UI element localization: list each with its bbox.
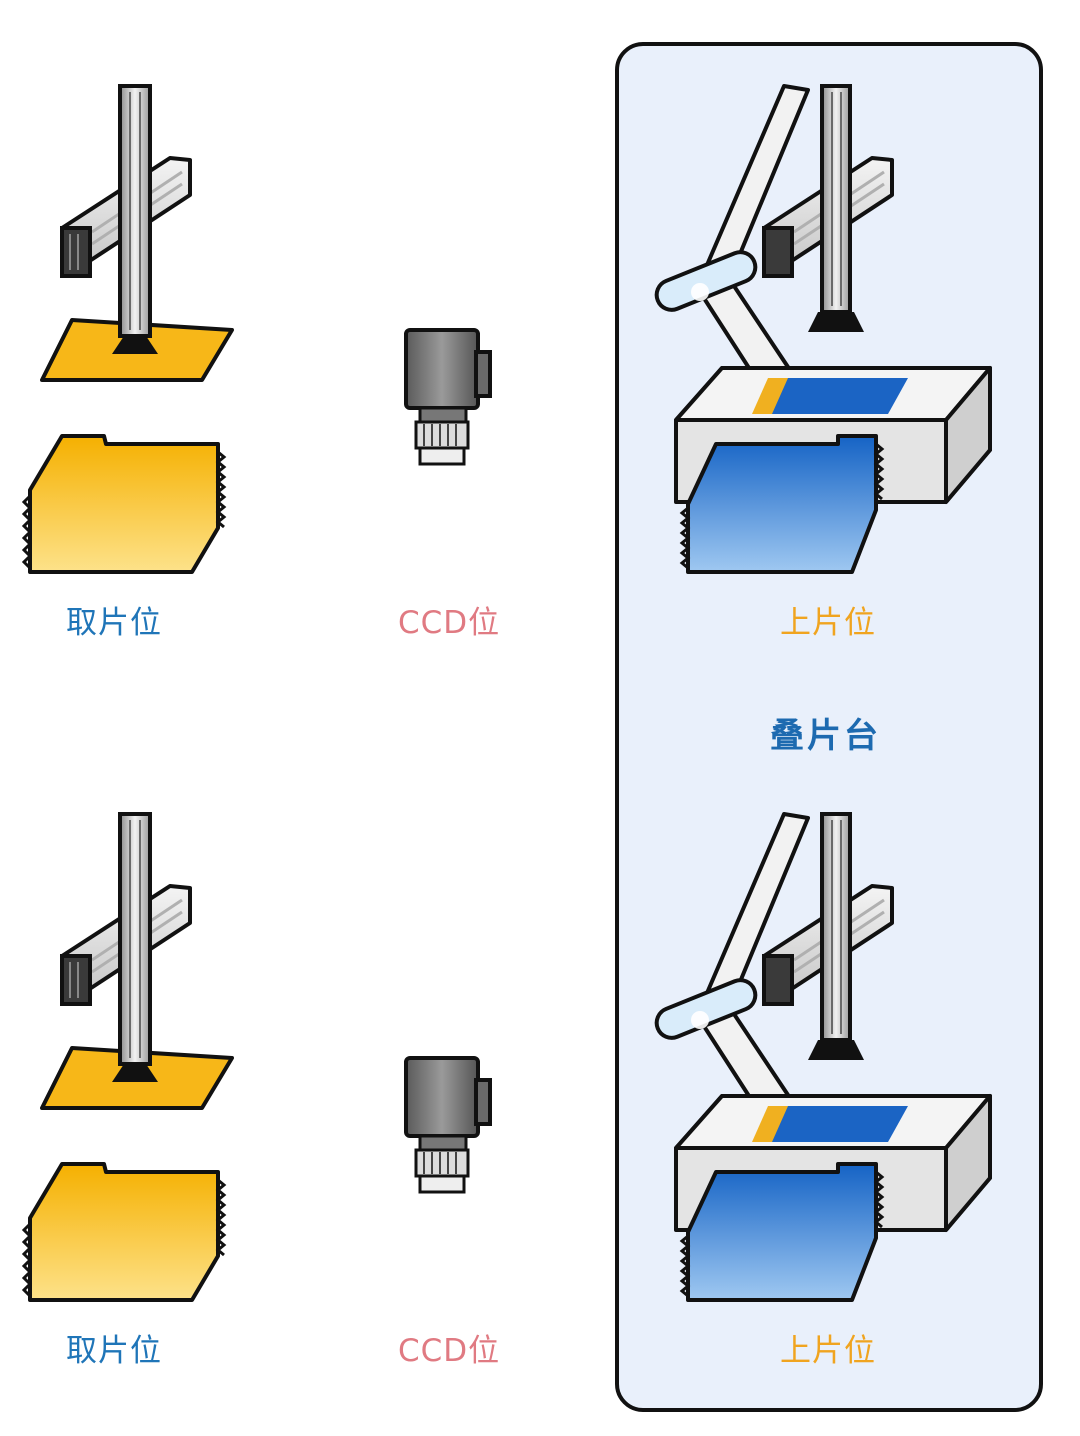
- yellow-sheet-stack-icon: [22, 434, 226, 574]
- gantry-pick-arm-icon: [40, 812, 234, 1110]
- ccd-camera-icon: [404, 1056, 492, 1194]
- load-position-label: 上片位: [780, 1333, 876, 1369]
- load-position-label: 上片位: [780, 605, 876, 641]
- ccd-position-label: CCD位: [398, 1333, 501, 1369]
- ccd-camera-icon: [404, 328, 492, 466]
- gantry-pick-arm-icon: [40, 84, 234, 382]
- pick-position-label: 取片位: [66, 1333, 162, 1369]
- ccd-position-label: CCD位: [398, 605, 501, 641]
- yellow-sheet-stack-icon: [22, 1162, 226, 1302]
- stacking-table-title: 叠片台: [770, 716, 881, 756]
- pick-position-label: 取片位: [66, 605, 162, 641]
